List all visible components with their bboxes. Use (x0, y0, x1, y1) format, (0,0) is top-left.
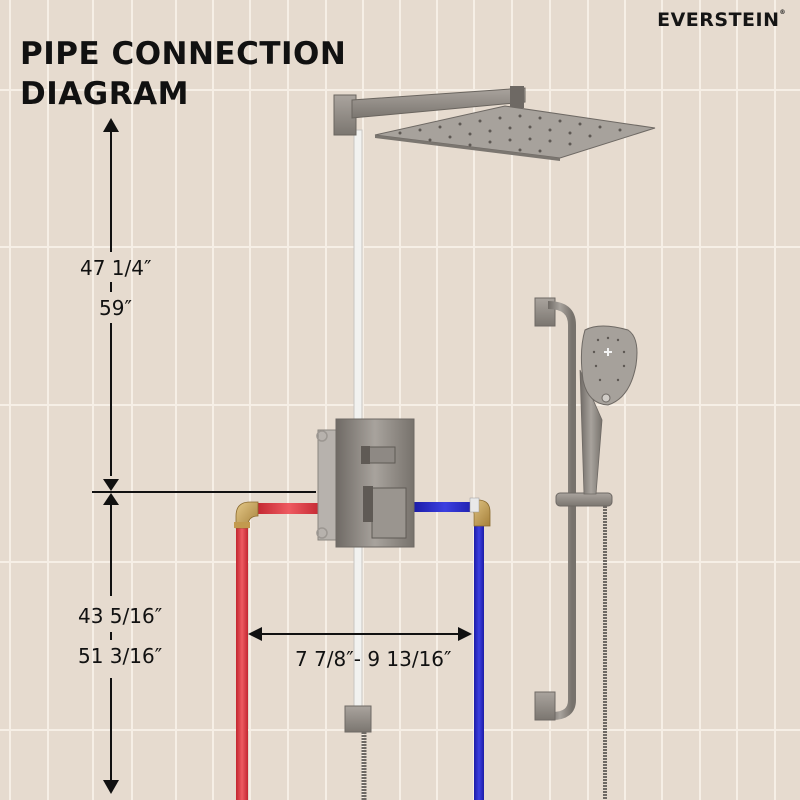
brand-logo: EVERSTEIN® (657, 9, 786, 31)
brand-name: EVERSTEIN (657, 9, 780, 31)
arrow-down-icon (103, 780, 119, 794)
arrow-up-icon (103, 118, 119, 132)
mixing-valve-icon (316, 418, 415, 548)
horizontal-dimension-line (248, 627, 472, 641)
lower-dimension-min: 43 5/16″ (78, 604, 163, 628)
wall-outlet-elbow (344, 705, 372, 800)
horizontal-spacing-dimension: 7 7/8″- 9 13/16″ (295, 647, 452, 671)
cold-water-pipe (414, 497, 491, 800)
page-title: PIPE CONNECTION DIAGRAM (20, 34, 346, 114)
arrow-left-icon (248, 627, 262, 641)
upper-dimension-min: 47 1/4″ (80, 256, 152, 280)
registered-mark: ® (779, 9, 786, 16)
shower-arm (333, 86, 526, 136)
handheld-shower-icon (579, 325, 638, 800)
hot-water-pipe (234, 500, 334, 800)
arrow-up-icon (103, 493, 119, 505)
title-line-1: PIPE CONNECTION (20, 36, 347, 72)
arrow-down-icon (103, 479, 119, 491)
vertical-dimension-line (92, 118, 316, 794)
arrow-right-icon (458, 627, 472, 641)
title-line-2: DIAGRAM (20, 76, 189, 112)
lower-dimension-max: 51 3/16″ (78, 644, 163, 668)
upper-dimension-max: 59″ (99, 296, 132, 320)
rain-shower-head-icon (374, 105, 656, 161)
slide-bar (534, 297, 613, 721)
